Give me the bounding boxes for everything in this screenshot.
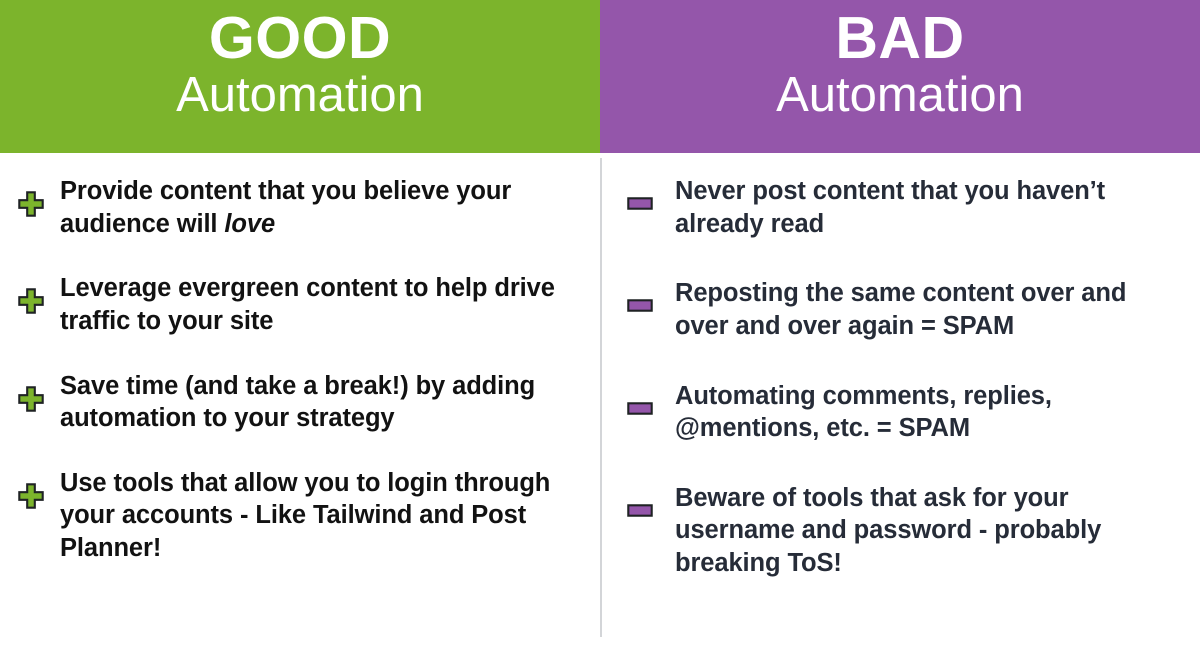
list-item: Never post content that you haven’t alre… xyxy=(624,175,1176,240)
list-item-text: Beware of tools that ask for your userna… xyxy=(675,482,1176,580)
minus-icon xyxy=(627,299,653,312)
plus-icon xyxy=(18,385,44,412)
list-item-text-emphasis: love xyxy=(224,209,276,238)
body-row: Provide content that you believe your au… xyxy=(0,153,1200,671)
list-item: Save time (and take a break!) by adding … xyxy=(14,370,576,435)
list-item: Beware of tools that ask for your userna… xyxy=(624,482,1176,580)
list-item-text: Never post content that you haven’t alre… xyxy=(675,175,1176,240)
list-item-text-lead: Save time (and take a break!) by adding … xyxy=(60,371,536,433)
bad-column-body: Never post content that you haven’t alre… xyxy=(600,153,1200,671)
list-item-text-lead: Provide content that you believe your au… xyxy=(60,177,512,238)
list-item: Automating comments, replies, @mentions,… xyxy=(624,380,1176,445)
list-item-text-lead: Leverage evergreen content to help drive… xyxy=(60,274,555,335)
list-item: Provide content that you believe your au… xyxy=(14,175,576,240)
list-item-text-lead: Automating comments, replies, @mentions,… xyxy=(675,381,1052,443)
column-divider xyxy=(600,158,602,637)
plus-icon xyxy=(18,288,44,314)
good-bullet-list: Provide content that you believe your au… xyxy=(14,175,576,565)
list-item-text: Save time (and take a break!) by adding … xyxy=(60,370,576,435)
list-item-text-lead: Never post content that you haven’t alre… xyxy=(675,177,1106,238)
list-item-text: Leverage evergreen content to help drive… xyxy=(60,272,576,337)
good-header-title: GOOD xyxy=(208,5,392,71)
list-item-text: Reposting the same content over and over… xyxy=(675,277,1176,342)
good-header-subtitle: Automation xyxy=(176,68,424,123)
list-item: Leverage evergreen content to help drive… xyxy=(14,272,576,337)
bad-column-header: BAD Automation xyxy=(600,0,1200,153)
list-item-text-lead: Beware of tools that ask for your userna… xyxy=(675,483,1102,577)
minus-icon xyxy=(627,401,653,415)
list-item-text-lead: Use tools that allow you to login throug… xyxy=(60,468,551,562)
bad-header-subtitle: Automation xyxy=(776,68,1024,123)
list-item-text: Provide content that you believe your au… xyxy=(60,175,576,240)
list-item-text-lead: Reposting the same content over and over… xyxy=(675,279,1127,340)
list-item: Use tools that allow you to login throug… xyxy=(14,467,576,565)
list-item-text: Use tools that allow you to login throug… xyxy=(60,467,576,565)
list-item: Reposting the same content over and over… xyxy=(624,277,1176,342)
bad-bullet-list: Never post content that you haven’t alre… xyxy=(624,175,1176,580)
plus-icon xyxy=(18,191,44,217)
bad-header-title: BAD xyxy=(835,5,965,71)
good-column-header: GOOD Automation xyxy=(0,0,600,153)
list-item-text: Automating comments, replies, @mentions,… xyxy=(675,380,1176,445)
minus-icon xyxy=(627,503,653,517)
good-column-body: Provide content that you believe your au… xyxy=(0,153,600,671)
minus-icon xyxy=(627,197,653,210)
header-row: GOOD Automation BAD Automation xyxy=(0,0,1200,153)
plus-icon xyxy=(18,483,44,509)
